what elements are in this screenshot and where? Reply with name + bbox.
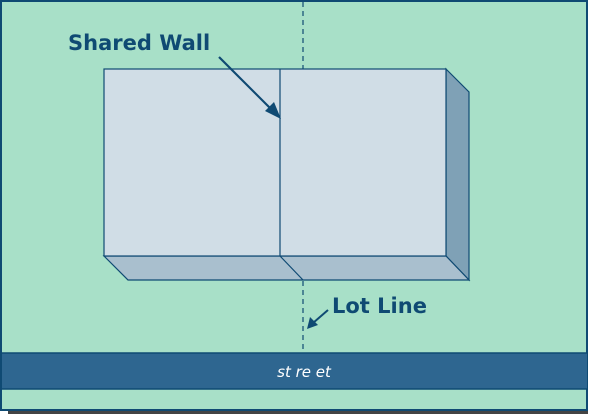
lot-line-label: Lot Line [332, 294, 427, 318]
shared-wall-arrow [218, 56, 281, 119]
building-front-face [103, 68, 447, 257]
street-label: st re et [277, 363, 332, 381]
shared-wall-label: Shared Wall [68, 31, 210, 55]
street-band [2, 353, 587, 389]
lot-line-arrow [307, 309, 329, 329]
shared-wall-bottom-line [279, 255, 304, 281]
building-side-face [445, 67, 470, 282]
building-bottom-face [102, 255, 471, 281]
